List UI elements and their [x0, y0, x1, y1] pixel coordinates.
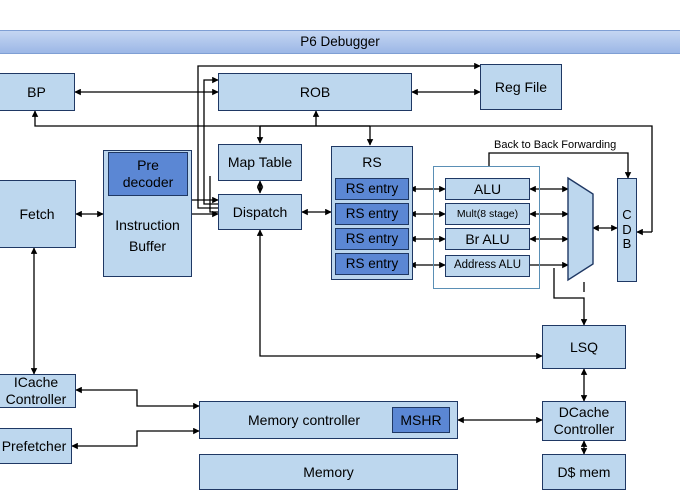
mshr-block: MSHR — [392, 407, 450, 433]
rob-label: ROB — [299, 83, 331, 100]
map-table-label: Map Table — [227, 154, 293, 171]
address-alu-block: Address ALU — [445, 255, 530, 277]
rob-block: ROB — [218, 73, 412, 111]
instruction-buffer-label-1: Instruction — [115, 217, 180, 234]
cdb-letter: D — [622, 221, 632, 237]
cdb-letter: B — [622, 236, 632, 252]
lsq-block: LSQ — [542, 325, 626, 369]
prefetcher-label: Prefetcher — [1, 437, 67, 454]
br-alu-block: Br ALU — [445, 228, 530, 250]
reg-file-block: Reg File — [480, 64, 562, 110]
prefetcher-block: Prefetcher — [0, 428, 72, 464]
rs-entry: RS entry — [335, 253, 409, 275]
mshr-label: MSHR — [400, 411, 442, 428]
mult-block: Mult(8 stage) — [445, 203, 530, 225]
back-to-back-text: Back to Back Forwarding — [494, 139, 617, 151]
map-table-block: Map Table — [218, 144, 302, 181]
dispatch-label: Dispatch — [232, 203, 288, 220]
predecoder-block: Pre decoder — [108, 152, 188, 196]
dcache-label-2: Controller — [553, 421, 615, 437]
memory-block: Memory — [199, 454, 458, 490]
rs-entry-label: RS entry — [345, 205, 399, 221]
rs-entry: RS entry — [335, 203, 409, 225]
reg-file-label: Reg File — [494, 78, 548, 95]
dcache-controller-block: DCache Controller — [542, 401, 626, 441]
rs-entry-label: RS entry — [345, 180, 399, 196]
title-bar: P6 Debugger — [0, 30, 680, 54]
memory-controller-label: Memory controller — [248, 411, 361, 428]
fetch-label: Fetch — [19, 205, 55, 222]
bp-label: BP — [27, 83, 46, 100]
back-to-back-label: Back to Back Forwarding — [494, 139, 616, 151]
dmem-block: D$ mem — [542, 454, 626, 490]
rs-label: RS — [362, 154, 382, 170]
alu-label: ALU — [473, 180, 502, 197]
address-alu-label: Address ALU — [453, 259, 522, 272]
icache-controller-block: ICache Controller — [0, 374, 76, 408]
icache-label-2: Controller — [5, 391, 67, 407]
result-mux — [567, 176, 594, 282]
rs-entry-label: RS entry — [345, 230, 399, 246]
memory-label: Memory — [303, 463, 354, 480]
diagram-title: P6 Debugger — [300, 34, 380, 49]
dmem-label: D$ mem — [557, 463, 611, 480]
mult-label: Mult(8 stage) — [456, 207, 519, 220]
instruction-buffer-label-2: Buffer — [128, 237, 167, 254]
cdb-block: C D B — [617, 178, 637, 282]
predecoder-label-1: Pre — [137, 156, 159, 173]
rs-entry-label: RS entry — [345, 255, 399, 271]
rs-entry: RS entry — [335, 178, 409, 200]
cdb-letter: C — [622, 206, 632, 222]
bp-block: BP — [0, 73, 75, 111]
functional-units-region — [433, 166, 540, 289]
br-alu-label: Br ALU — [465, 230, 510, 247]
fetch-block: Fetch — [0, 180, 76, 248]
dispatch-block: Dispatch — [218, 194, 302, 230]
predecoder-label-2: decoder — [122, 174, 174, 190]
icache-label-1: ICache — [13, 374, 59, 391]
lsq-label: LSQ — [569, 338, 598, 355]
dcache-label-1: DCache — [558, 404, 610, 421]
rs-entry: RS entry — [335, 228, 409, 250]
alu-block: ALU — [445, 178, 530, 200]
